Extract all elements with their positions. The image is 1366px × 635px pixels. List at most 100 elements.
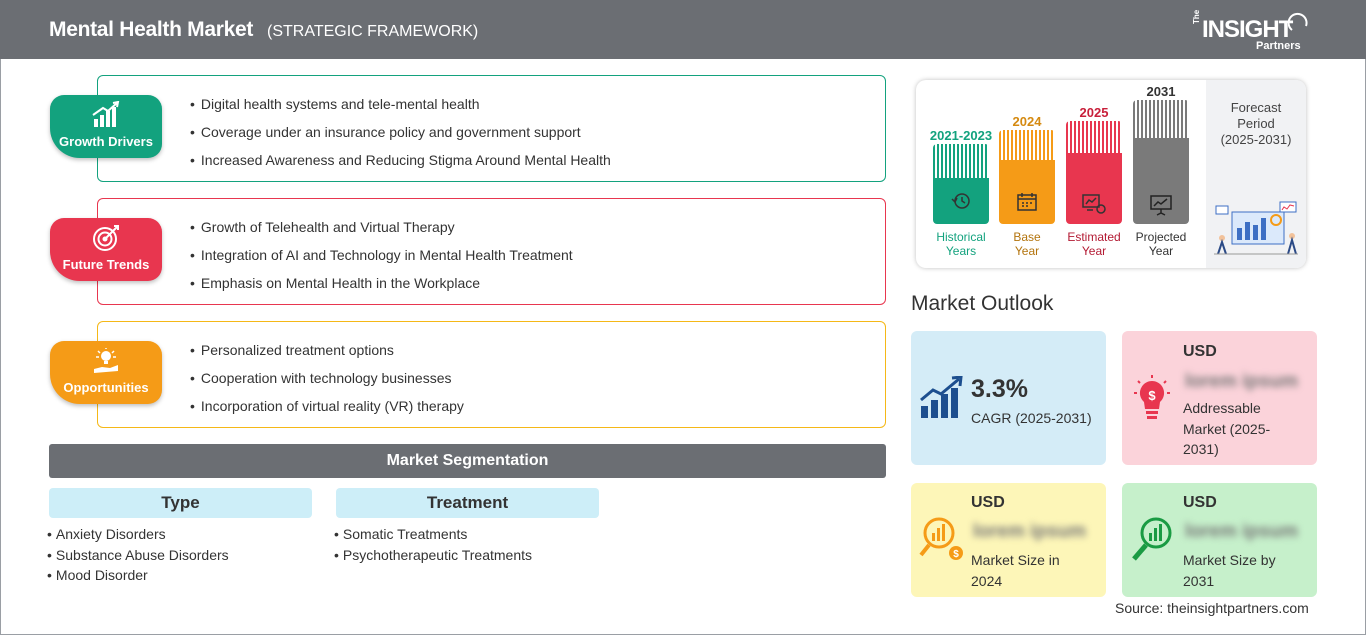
estimate-chart-icon xyxy=(1082,194,1106,214)
dollar-bulb-icon: $ xyxy=(1134,375,1170,419)
cagr-value: 3.3% xyxy=(971,375,1028,403)
market-outlook-title: Market Outlook xyxy=(911,292,1054,315)
list-item: Substance Abuse Disorders xyxy=(47,545,229,566)
list-item: Personalized treatment options xyxy=(190,339,464,367)
list-item: Coverage under an insurance policy and g… xyxy=(190,121,611,149)
list-item: Integration of AI and Technology in Ment… xyxy=(190,244,573,272)
size-2024-label-line1: Market Size in xyxy=(971,552,1060,568)
calendar-icon xyxy=(1017,193,1037,211)
list-item: Anxiety Disorders xyxy=(47,524,229,545)
logo-arc-icon xyxy=(1288,12,1308,31)
solid-bar xyxy=(933,178,989,224)
forecast-label: Forecast Period xyxy=(1206,100,1306,132)
solid-bar xyxy=(1066,153,1122,224)
segment-list-type: Anxiety Disorders Substance Abuse Disord… xyxy=(47,524,229,586)
forecast-label-line1: Forecast xyxy=(1230,100,1282,115)
timeline-year: 2031 xyxy=(1146,84,1176,99)
timeline-caption-line2: Year xyxy=(1014,244,1040,258)
timeline-caption-line2: Years xyxy=(945,244,977,258)
segment-heading-treatment: Treatment xyxy=(336,488,599,518)
addressable-value-redacted: lorem ipsum xyxy=(1185,371,1298,392)
target-icon xyxy=(93,225,119,251)
timeline-panel: 2021-2023 Historical Years 2024 Base Yea… xyxy=(916,80,1306,268)
logo-main-text: INSIGHT xyxy=(1202,16,1293,43)
list-item: Incorporation of virtual reality (VR) th… xyxy=(190,395,464,423)
future-trends-card: Growth of Telehealth and Virtual Therapy… xyxy=(97,198,886,305)
page-title: Mental Health Market xyxy=(49,18,254,41)
cagr-box: 3.3% CAGR (2025-2031) xyxy=(911,331,1106,465)
list-item: Somatic Treatments xyxy=(334,524,532,545)
timeline-caption-line1: Projected xyxy=(1135,230,1187,244)
size-2024-currency: USD xyxy=(971,494,1005,511)
addressable-market-box: $ USD lorem ipsum Addressable Market (20… xyxy=(1122,331,1317,465)
market-size-2024-box: $ USD lorem ipsum Market Size in 2024 xyxy=(911,483,1106,597)
growth-drivers-badge: Growth Drivers xyxy=(50,95,162,158)
cagr-label: CAGR (2025-2031) xyxy=(971,410,1092,426)
list-item: Increased Awareness and Reducing Stigma … xyxy=(190,149,611,177)
market-size-2031-box: USD lorem ipsum Market Size by 2031 xyxy=(1122,483,1317,597)
header-bar: Mental Health Market (STRATEGIC FRAMEWOR… xyxy=(0,0,1366,59)
market-segmentation-header: Market Segmentation xyxy=(49,444,886,478)
stripe-bar xyxy=(999,130,1055,160)
addressable-label-line1: Addressable xyxy=(1183,400,1261,416)
idea-hand-icon xyxy=(94,348,118,373)
svg-text:$: $ xyxy=(1148,388,1156,403)
timeline-year: 2024 xyxy=(1012,114,1042,129)
size-2024-value-redacted: lorem ipsum xyxy=(973,521,1086,542)
growth-drivers-label: Growth Drivers xyxy=(59,134,153,149)
addressable-label-line3: 2031) xyxy=(1183,441,1219,457)
history-icon xyxy=(951,193,970,209)
timeline-caption-line2: Year xyxy=(1081,244,1107,258)
list-item: Growth of Telehealth and Virtual Therapy xyxy=(190,216,573,244)
opportunities-list: Personalized treatment options Cooperati… xyxy=(190,339,464,423)
size-2031-label-line1: Market Size by xyxy=(1183,552,1276,568)
list-item: Mood Disorder xyxy=(47,565,229,586)
opportunities-card: Personalized treatment options Cooperati… xyxy=(97,321,886,428)
size-2024-label-line2: 2024 xyxy=(971,572,1003,589)
future-trends-badge: Future Trends xyxy=(50,218,162,281)
segment-list-treatment: Somatic Treatments Psychotherapeutic Tre… xyxy=(334,524,532,565)
segment-heading-type: Type xyxy=(49,488,312,518)
list-item: Cooperation with technology businesses xyxy=(190,367,464,395)
logo-the-text: The xyxy=(1192,9,1201,24)
timeline-caption-line1: Base xyxy=(1013,230,1041,244)
dollar-analysis-icon: $ xyxy=(919,517,963,560)
list-item: Emphasis on Mental Health in the Workpla… xyxy=(190,272,573,300)
forecast-period-panel: Forecast Period (2025-2031) xyxy=(1206,80,1306,268)
logo-partners-text: Partners xyxy=(1256,40,1301,52)
stripe-bar xyxy=(1133,100,1189,138)
timeline-year: 2025 xyxy=(1079,105,1109,120)
opportunities-badge: Opportunities xyxy=(50,341,162,404)
solid-bar xyxy=(1133,138,1189,224)
future-trends-list: Growth of Telehealth and Virtual Therapy… xyxy=(190,216,573,300)
addressable-currency: USD xyxy=(1183,343,1217,360)
insight-partners-logo[interactable]: The INSIGHT Partners xyxy=(1188,10,1313,54)
stripe-bar xyxy=(933,144,989,178)
timeline-caption-line1: Estimated xyxy=(1067,230,1121,244)
size-2031-currency: USD xyxy=(1183,494,1217,511)
stripe-bar xyxy=(1066,121,1122,153)
growth-drivers-list: Digital health systems and tele-mental h… xyxy=(190,93,611,177)
size-2031-value-redacted: lorem ipsum xyxy=(1185,521,1298,542)
page-subtitle: (STRATEGIC FRAMEWORK) xyxy=(267,23,479,40)
growth-chart-icon xyxy=(920,376,963,418)
forecast-label-line2: Period xyxy=(1237,116,1275,131)
addressable-label-line2: Market (2025- xyxy=(1183,420,1271,437)
future-trends-label: Future Trends xyxy=(62,257,150,272)
timeline-caption-line1: Historical xyxy=(936,230,986,244)
chart-search-icon xyxy=(1132,517,1172,561)
analytics-illustration-icon xyxy=(1214,201,1298,255)
timeline-year: 2021-2023 xyxy=(929,128,993,143)
svg-text:$: $ xyxy=(953,549,959,560)
forecast-years: (2025-2031) xyxy=(1220,132,1292,147)
bar-growth-icon xyxy=(92,101,120,127)
solid-bar xyxy=(999,160,1055,224)
size-2031-label-line2: 2031 xyxy=(1183,572,1215,589)
timeline-caption-line2: Year xyxy=(1148,244,1174,258)
list-item: Digital health systems and tele-mental h… xyxy=(190,93,611,121)
list-item: Psychotherapeutic Treatments xyxy=(334,545,532,566)
presentation-icon xyxy=(1150,195,1172,216)
growth-drivers-card: Digital health systems and tele-mental h… xyxy=(97,75,886,182)
source-credit: Source: theinsightpartners.com xyxy=(1115,600,1309,616)
opportunities-label: Opportunities xyxy=(63,380,149,395)
